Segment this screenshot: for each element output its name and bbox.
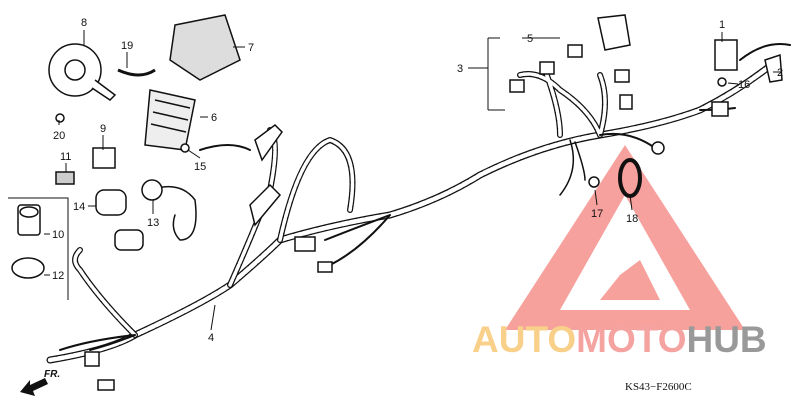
connectors-3 — [509, 44, 633, 110]
callout-5: 5 — [527, 33, 533, 45]
callout-9: 9 — [100, 123, 106, 135]
callout-7: 7 — [248, 42, 254, 54]
callout-20: 20 — [53, 130, 65, 142]
relay — [92, 147, 116, 169]
watermark-triangle — [505, 145, 745, 330]
callout-10: 10 — [52, 229, 64, 241]
callout-1: 1 — [719, 19, 725, 31]
bolt-16 — [717, 77, 727, 87]
callout-11: 11 — [60, 151, 71, 163]
callout-2: 2 — [777, 67, 783, 79]
coupler-row — [249, 124, 283, 227]
horn — [48, 43, 117, 101]
callout-3: 3 — [457, 63, 463, 75]
callout-14: 14 — [73, 201, 85, 213]
callout-6: 6 — [211, 112, 217, 124]
cap-5 — [597, 14, 631, 51]
front-label: FR. — [44, 369, 60, 380]
arrow-icon — [20, 378, 48, 396]
socket-14 — [95, 189, 127, 216]
front-direction-arrow: FR. — [20, 369, 60, 396]
watermark-moto: MOTO — [576, 319, 686, 360]
bolt-20 — [55, 113, 65, 123]
callout-18: 18 — [626, 213, 638, 225]
fuse — [55, 171, 75, 185]
callout-8: 8 — [81, 17, 87, 29]
regulator-rectifier — [144, 89, 196, 151]
watermark-hub: HUB — [686, 319, 766, 360]
leader-lines — [44, 30, 782, 331]
plug-cap — [764, 53, 783, 83]
switch — [17, 204, 41, 236]
watermark-auto: AUTO — [472, 319, 576, 360]
clip-17 — [588, 176, 600, 188]
callout-labels: 1 2 3 4 5 6 7 8 9 10 11 12 13 14 15 16 1… — [52, 17, 783, 344]
callout-4: 4 — [208, 332, 214, 344]
callout-15: 15 — [194, 161, 206, 173]
group-bracket — [8, 197, 69, 300]
rear-connectors — [84, 236, 333, 391]
band — [11, 257, 45, 279]
callout-12: 12 — [52, 270, 64, 282]
bracket — [117, 68, 156, 77]
relay-cover — [169, 14, 241, 81]
callout-17: 17 — [591, 208, 603, 220]
connector-rear — [114, 229, 144, 251]
grommet-13 — [141, 179, 163, 201]
watermark-logo: AUTOMOTOHUB — [472, 319, 767, 360]
diagram-code: KS43−F2600C — [625, 381, 692, 393]
ignition-coil — [714, 39, 738, 71]
callout-16: 16 — [738, 79, 750, 91]
callout-19: 19 — [121, 40, 133, 52]
callout-13: 13 — [147, 217, 159, 229]
connector-right — [651, 101, 729, 155]
bolt-15 — [180, 143, 190, 153]
